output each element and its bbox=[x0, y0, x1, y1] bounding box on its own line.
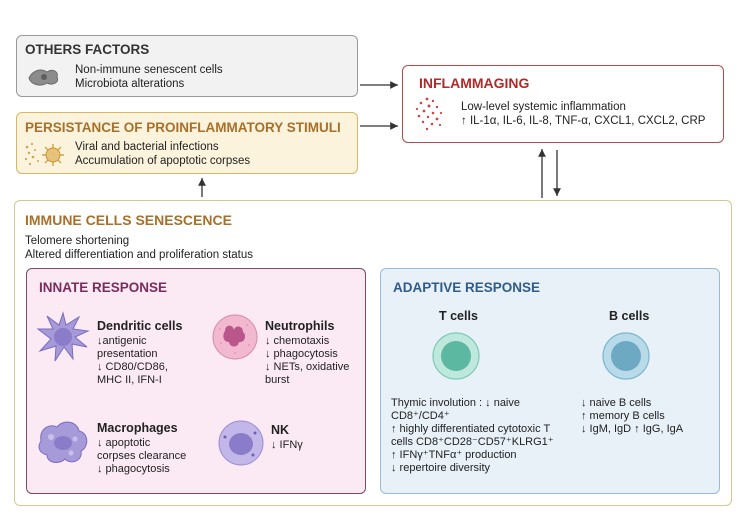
bcells-line-3: ↓ IgM, IgD ↑ IgG, IgA bbox=[581, 423, 684, 435]
senescence-line-2: Altered differentiation and proliferatio… bbox=[25, 249, 254, 261]
tcells-line-5: ↑ IFNγ⁺TNFα⁺ production bbox=[391, 449, 517, 461]
immune-senescence-title: IMMUNE CELLS SENESCENCE bbox=[25, 212, 232, 228]
b-cell-icon bbox=[602, 332, 650, 380]
inflammaging-line-2: ↑ IL-1α, IL-6, IL-8, TNF-α, CXCL1, CXCL2… bbox=[461, 115, 706, 127]
nk-name: NK bbox=[271, 423, 290, 437]
others-factors-box: OTHERS FACTORS Non-immune senescent cell… bbox=[16, 35, 358, 97]
dendritic-line-3: ↓ CD80/CD86, bbox=[97, 361, 168, 373]
persistance-box: PERSISTANCE OF PROINFLAMMATORY STIMULI V… bbox=[16, 112, 358, 174]
neutrophils-name: Neutrophils bbox=[265, 319, 335, 333]
innate-response-title: INNATE RESPONSE bbox=[39, 280, 168, 295]
neutrophils-line-2: ↓ phagocytosis bbox=[265, 348, 338, 360]
others-factors-title: OTHERS FACTORS bbox=[25, 42, 150, 57]
macrophages-name: Macrophages bbox=[97, 421, 178, 435]
dendritic-line-4: MHC II, IFN-I bbox=[97, 374, 162, 386]
adaptive-response-title: ADAPTIVE RESPONSE bbox=[393, 280, 541, 295]
bcells-line-2: ↑ memory B cells bbox=[581, 410, 665, 422]
bcells-line-1: ↓ naive B cells bbox=[581, 397, 652, 409]
inflammation-dots-icon bbox=[415, 97, 443, 131]
inflammaging-title: INFLAMMAGING bbox=[419, 75, 530, 91]
tcells-line-1: Thymic involution : ↓ naive bbox=[391, 397, 520, 409]
bcells-name: B cells bbox=[609, 309, 650, 323]
senescence-line-1: Telomere shortening bbox=[25, 235, 130, 247]
neutrophil-icon bbox=[212, 314, 258, 360]
dendritic-line-2: presentation bbox=[97, 348, 158, 360]
others-line-1: Non-immune senescent cells bbox=[75, 64, 223, 76]
persistance-line-1: Viral and bacterial infections bbox=[75, 141, 219, 153]
tcells-line-6: ↓ repertoire diversity bbox=[391, 462, 491, 474]
inflammaging-box: INFLAMMAGING Low-level systemic inflamma… bbox=[402, 65, 724, 143]
macrophages-line-1: ↓ apoptotic bbox=[97, 437, 151, 449]
tcells-line-3: ↑ highly differentiated cytotoxic T bbox=[391, 423, 551, 435]
macrophages-line-2: corpses clearance bbox=[97, 450, 187, 462]
persistance-line-2: Accumulation of apoptotic corpses bbox=[75, 155, 251, 167]
dendritic-line-1: ↓antigenic bbox=[97, 335, 147, 347]
adaptive-response-box: ADAPTIVE RESPONSE T cells B cells Thymic… bbox=[380, 268, 720, 494]
others-line-2: Microbiota alterations bbox=[75, 78, 185, 90]
senescent-cell-icon bbox=[28, 69, 59, 86]
neutrophils-line-3: ↓ NETs, oxidative bbox=[265, 361, 350, 373]
tcells-line-4: cells CD8⁺CD28⁻CD57⁺KLRG1⁺ bbox=[391, 436, 554, 448]
persistance-title: PERSISTANCE OF PROINFLAMMATORY STIMULI bbox=[25, 120, 341, 135]
macrophage-icon bbox=[38, 421, 88, 463]
innate-response-box: INNATE RESPONSE Dendritic cells ↓antigen… bbox=[26, 268, 366, 494]
dendritic-name: Dendritic cells bbox=[97, 319, 183, 333]
tcells-line-2: CD8⁺/CD4⁺ bbox=[391, 410, 450, 422]
dendritic-cell-icon bbox=[36, 311, 90, 362]
inflammaging-line-1: Low-level systemic inflammation bbox=[461, 101, 626, 113]
pathogen-icon bbox=[24, 142, 64, 166]
nk-line-1: ↓ IFNγ bbox=[271, 439, 303, 451]
nk-cell-icon bbox=[218, 420, 264, 466]
tcells-name: T cells bbox=[439, 309, 478, 323]
neutrophils-line-4: burst bbox=[265, 374, 290, 386]
neutrophils-line-1: ↓ chemotaxis bbox=[265, 335, 330, 347]
macrophages-line-3: ↓ phagocytosis bbox=[97, 463, 170, 475]
t-cell-icon bbox=[432, 332, 480, 380]
